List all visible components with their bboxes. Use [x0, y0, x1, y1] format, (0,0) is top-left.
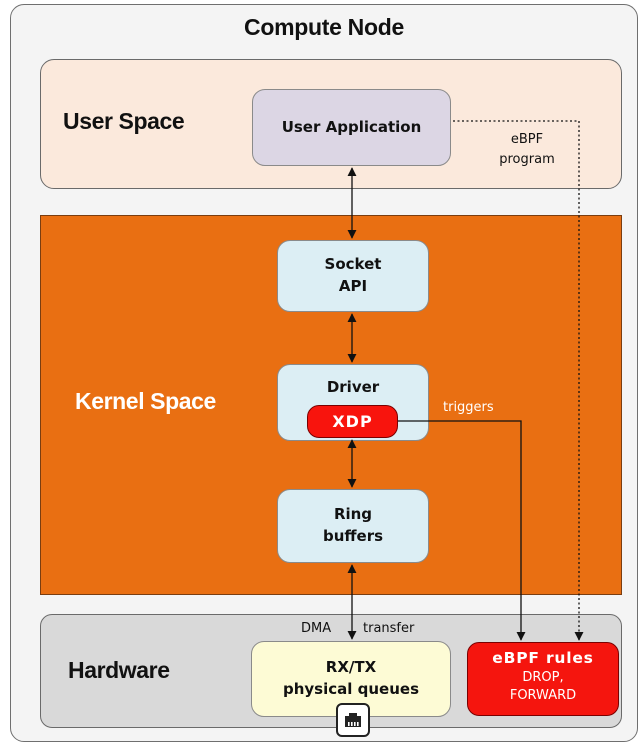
- hardware-label: Hardware: [68, 657, 170, 683]
- ring-line-2: buffers: [322, 527, 384, 545]
- driver-label: Driver: [326, 378, 380, 396]
- socket-line-1: Socket: [324, 255, 382, 274]
- ring-line-1: Ring: [333, 505, 373, 524]
- program-note-line-2: program: [499, 151, 555, 167]
- dma-label: DMA: [301, 621, 332, 636]
- socket-line-2: API: [338, 277, 368, 295]
- ebpf-rules-box: eBPF rules DROP, FORWARD: [467, 642, 619, 716]
- triggers-label: triggers: [443, 400, 494, 415]
- xdp-box: XDP: [307, 405, 398, 438]
- diagram-title: Compute Node: [244, 14, 404, 40]
- user-application-label: User Application: [281, 117, 422, 136]
- ring-buffers-box: Ring buffers: [277, 489, 429, 563]
- socket-api-box: Socket API: [277, 240, 429, 312]
- xdp-label: XDP: [332, 412, 373, 431]
- arrow-xdp-triggers: [398, 420, 526, 641]
- ethernet-port-icon: [336, 703, 370, 737]
- ebpf-program-note: eBPF program: [487, 130, 567, 169]
- user-application-box: User Application: [252, 89, 451, 166]
- ebpf-action-forward: FORWARD: [509, 687, 577, 703]
- transfer-label: transfer: [363, 621, 415, 636]
- ebpf-rules-title: eBPF rules: [492, 649, 594, 667]
- program-note-line-1: eBPF: [510, 132, 544, 147]
- user-space-label: User Space: [63, 108, 185, 134]
- rxtx-line-1: RX/TX: [325, 658, 377, 677]
- ebpf-action-drop: DROP,: [522, 670, 564, 685]
- rxtx-line-2: physical queues: [282, 680, 419, 698]
- rxtx-queues-box: RX/TX physical queues: [251, 641, 451, 717]
- kernel-space-label: Kernel Space: [75, 388, 216, 414]
- arrow-ebpf-program: [453, 120, 584, 641]
